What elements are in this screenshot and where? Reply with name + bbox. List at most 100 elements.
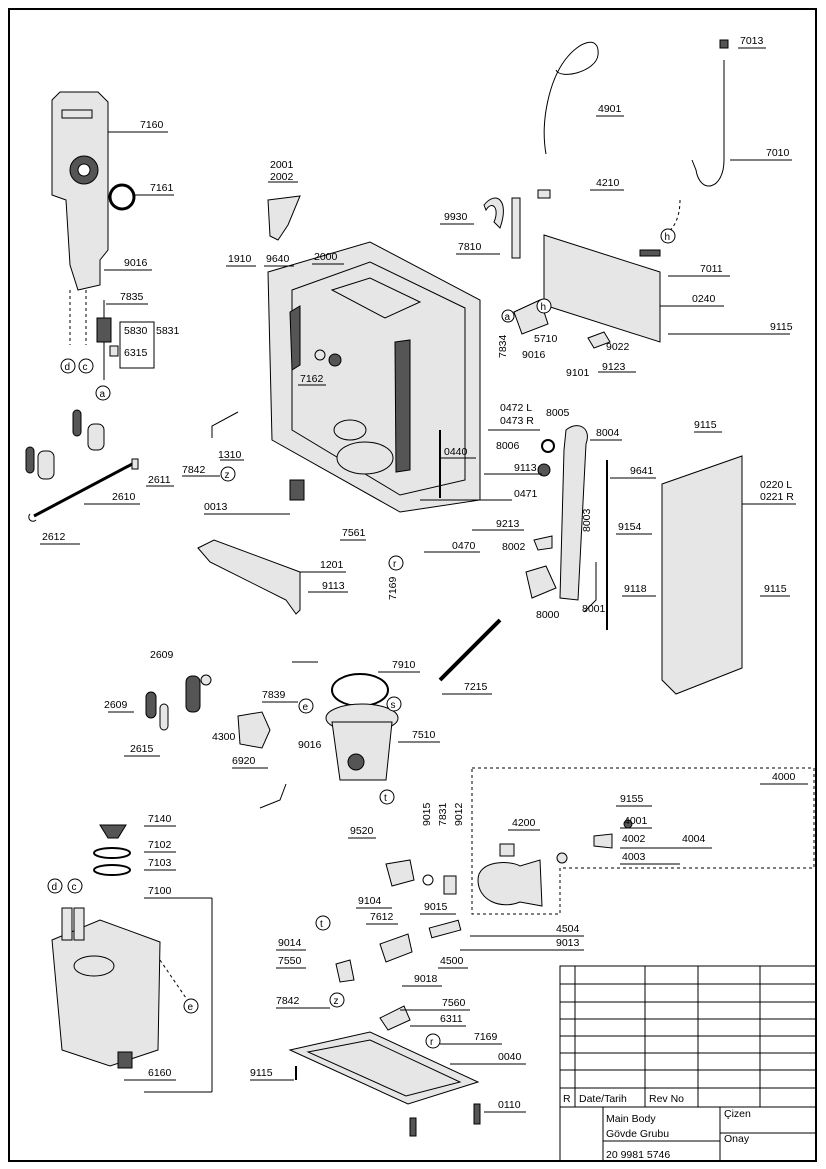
- title-block: [559, 965, 817, 1162]
- label-7910: 7910: [392, 659, 416, 671]
- date-label: Date/Tarih: [579, 1093, 627, 1105]
- label-9016c: 9016: [298, 739, 322, 751]
- label-8003: 8003: [581, 508, 593, 532]
- label-9012: 9012: [453, 802, 465, 826]
- label-9154: 9154: [618, 521, 642, 533]
- label-7560: 7560: [442, 997, 466, 1009]
- label-2001: 2001: [270, 159, 294, 171]
- label-9115b: 9115: [764, 583, 787, 595]
- part-7215-hose: [438, 618, 502, 682]
- marker-d-bottom: d: [47, 878, 63, 894]
- label-6315: 6315: [124, 347, 148, 359]
- label-7510: 7510: [412, 729, 436, 741]
- label-4500: 4500: [440, 955, 464, 967]
- part-7100-softener: [51, 907, 187, 1069]
- svg-text:d: d: [52, 882, 58, 893]
- marker-z-top: z: [220, 466, 236, 482]
- label-7140: 7140: [148, 813, 172, 825]
- label-1201: 1201: [320, 559, 344, 571]
- label-8004: 8004: [596, 427, 620, 439]
- label-9641: 9641: [630, 465, 654, 477]
- label-7810: 7810: [458, 241, 482, 253]
- svg-text:t: t: [384, 793, 387, 804]
- label-9155: 9155: [620, 793, 644, 805]
- part-0040-base-tray: [288, 1031, 480, 1105]
- label-9930: 9930: [444, 211, 468, 223]
- label-9118: 9118: [624, 583, 647, 595]
- label-7169: 7169: [387, 576, 399, 600]
- part-0220-side-panel: [661, 455, 743, 695]
- svg-text:c: c: [72, 882, 77, 893]
- label-9013: 9013: [556, 937, 580, 949]
- marker-c-bottom: c: [67, 878, 83, 894]
- svg-text:z: z: [334, 996, 339, 1007]
- label-0240: 0240: [692, 293, 716, 305]
- part-9018-fitting: [379, 933, 413, 963]
- label-5830: 5830: [124, 325, 148, 337]
- part-7102-seal: [93, 847, 131, 859]
- label-5831: 5831: [156, 325, 180, 337]
- svg-text:a: a: [100, 389, 106, 400]
- label-9015a: 9015: [421, 802, 433, 826]
- label-9123: 9123: [602, 361, 626, 373]
- label-9015b: 9015: [424, 901, 448, 913]
- label-7011: 7011: [700, 263, 723, 275]
- part-4210-clip: [537, 189, 551, 199]
- label-8000: 8000: [536, 609, 560, 621]
- part-7550-hose: [335, 959, 355, 983]
- label-9640: 9640: [266, 253, 290, 265]
- label-0471: 0471: [514, 488, 538, 500]
- svg-text:e: e: [303, 702, 309, 713]
- rev-label: Rev No: [649, 1093, 684, 1105]
- label-5710: 5710: [534, 333, 558, 345]
- title-tr: Gövde Grubu: [606, 1128, 669, 1140]
- svg-text:h: h: [541, 302, 547, 313]
- marker-t-mid: t: [379, 789, 395, 805]
- part-7103-seal: [93, 864, 131, 876]
- label-2615: 2615: [130, 743, 154, 755]
- label-7010: 7010: [766, 147, 790, 159]
- part-9022-fitting: [587, 331, 611, 349]
- label-2612: 2612: [42, 531, 66, 543]
- svg-text:s: s: [391, 700, 396, 711]
- part-7011-dash: [661, 199, 681, 237]
- drawn-label: Çizen: [724, 1108, 751, 1120]
- part-7560-bracket: [379, 1005, 411, 1031]
- label-7842b: 7842: [276, 995, 300, 1007]
- part-7910-seal: [331, 673, 389, 707]
- label-8002: 8002: [502, 541, 526, 553]
- part-4300-pump: [237, 711, 271, 749]
- svg-text:r: r: [393, 559, 397, 570]
- label-4004: 4004: [682, 833, 706, 845]
- label-7835: 7835: [120, 291, 144, 303]
- part-2000-tub: [267, 241, 481, 513]
- label-7842: 7842: [182, 464, 206, 476]
- svg-text:c: c: [83, 362, 88, 373]
- label-9101: 9101: [566, 367, 590, 379]
- label-2609a: 2609: [150, 649, 174, 661]
- part-2001-bracket: [267, 195, 301, 241]
- part-0240-rail: [543, 234, 661, 343]
- part-8006-nut: [537, 463, 551, 477]
- part-labels: 7160 7161 9016 7835 5830 5831 6315 2001 …: [42, 35, 796, 1111]
- label-0440: 0440: [444, 446, 468, 458]
- label-4200: 4200: [512, 817, 536, 829]
- label-7834: 7834: [497, 334, 509, 358]
- label-7161: 7161: [150, 182, 174, 194]
- svg-text:h: h: [665, 232, 671, 243]
- part-7810-hose: [511, 197, 521, 259]
- label-2609b: 2609: [104, 699, 128, 711]
- label-7169b: 7169: [474, 1031, 498, 1043]
- label-7215: 7215: [464, 681, 488, 693]
- marker-d-top: d: [60, 358, 76, 374]
- marker-e-bottom: e: [183, 998, 199, 1014]
- label-7160: 7160: [140, 119, 164, 131]
- part-4200-element: [499, 843, 515, 857]
- marker-r-bottom: r: [425, 1033, 441, 1049]
- part-1310-strip: [211, 411, 239, 438]
- heater-group-4000-box: [471, 767, 815, 915]
- label-9113: 9113: [322, 580, 345, 592]
- label-4002: 4002: [622, 833, 646, 845]
- svg-text:r: r: [430, 1037, 434, 1048]
- label-9115c: 9115: [770, 321, 793, 333]
